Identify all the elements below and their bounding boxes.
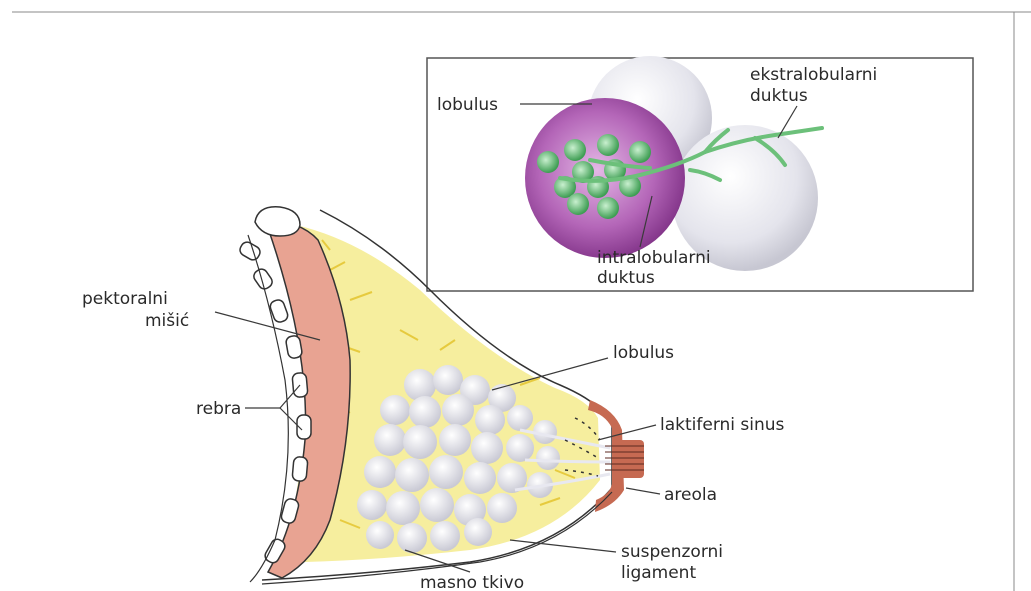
lobule	[364, 456, 396, 488]
lobule	[395, 458, 429, 492]
rib	[292, 456, 308, 481]
lobule	[442, 394, 474, 426]
rib-top	[255, 207, 300, 236]
laktiferni-sinus-label: laktiferni sinus	[660, 415, 785, 435]
pektoralni-label-line1: pektoralni	[82, 289, 168, 309]
lobule	[397, 523, 427, 553]
acinus	[537, 151, 559, 173]
lobule	[471, 432, 503, 464]
rib	[238, 240, 262, 262]
acinus	[597, 197, 619, 219]
lobule	[420, 488, 454, 522]
lobule	[430, 521, 460, 551]
lobule	[536, 446, 560, 470]
lobulus-label: lobulus	[613, 343, 674, 363]
lobule	[357, 490, 387, 520]
lobule	[374, 424, 406, 456]
lobule	[439, 424, 471, 456]
laktiferni-sinus-leader	[598, 425, 656, 440]
rib	[252, 267, 275, 291]
suspenzorni-label-line1: suspenzorni	[621, 542, 723, 562]
acinus	[597, 134, 619, 156]
pektoralni-label-line2: mišić	[145, 311, 189, 331]
lobule	[386, 491, 420, 525]
acinus	[567, 193, 589, 215]
intralobularni-label-line2: duktus	[597, 268, 655, 288]
lobule	[507, 405, 533, 431]
lobule	[464, 462, 496, 494]
ekstralobularni-label-line2: duktus	[750, 86, 808, 106]
masno-tkivo-label: masno tkivo	[420, 573, 524, 591]
inset-lobule-highlighted	[525, 98, 685, 258]
lobule	[366, 521, 394, 549]
ekstralobularni-label-line1: ekstralobularni	[750, 65, 877, 85]
inset-panel: lobulus ekstralobularni duktus intralobu…	[427, 56, 973, 291]
lobule	[487, 493, 517, 523]
suspenzorni-label-line2: ligament	[621, 563, 696, 583]
lobule	[409, 396, 441, 428]
lobule	[464, 518, 492, 546]
lobule	[380, 395, 410, 425]
intralobularni-label-line1: intralobularni	[597, 248, 711, 268]
lobule	[404, 369, 436, 401]
inset-lobulus-label: lobulus	[437, 95, 498, 115]
areola-label: areola	[664, 485, 717, 505]
acinus	[564, 139, 586, 161]
nipple	[605, 440, 644, 478]
lobule	[433, 365, 463, 395]
areola-leader	[626, 488, 660, 494]
rebra-label: rebra	[196, 399, 241, 419]
acinus	[629, 141, 651, 163]
lobule	[403, 425, 437, 459]
lobule	[429, 455, 463, 489]
lobule	[506, 434, 534, 462]
lobule	[475, 405, 505, 435]
